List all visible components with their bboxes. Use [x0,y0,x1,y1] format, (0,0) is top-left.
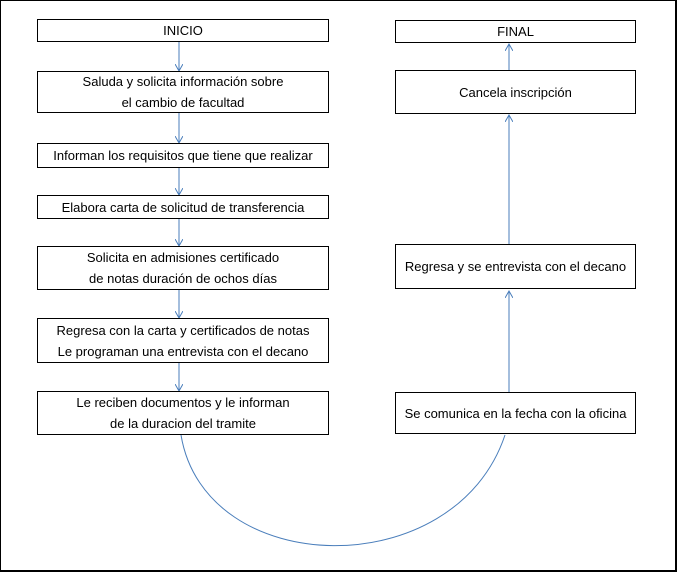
step-5-line-2: Le programan una entrevista con el decan… [57,343,309,359]
arrow-curve-to-right-column [180,434,506,547]
step-1-line-2: el cambio de facultad [121,95,245,110]
right-step-1-line-1: Se comunica en la fecha con la oficina [404,405,627,421]
step-6-line-1: Le reciben documentos y le informan [76,395,290,410]
start-label: INICIO [163,23,203,38]
right-step-box-3: Cancela inscripción [395,70,636,114]
step-4-line-1: Solicita en admisiones certificado [86,250,280,265]
end-label: FINAL [497,24,534,39]
right-step-2-line-1: Regresa y se entrevista con el decano [404,259,627,274]
step-3-line-1: Elabora carta de solicitud de transferen… [61,199,305,215]
step-box-4: Solicita en admisiones certificado de no… [37,246,329,290]
step-2-line-1: Informan los requisitos que tiene que re… [53,148,313,163]
right-step-box-2: Regresa y se entrevista con el decano [395,244,636,289]
step-box-1: Saluda y solicita información sobre el c… [37,71,329,113]
step-5-line-1: Regresa con la carta y certificados de n… [56,322,310,338]
right-step-box-1: Se comunica en la fecha con la oficina [395,392,636,434]
step-4-line-2: de notas duración de ochos días [89,271,277,286]
step-box-2: Informan los requisitos que tiene que re… [37,143,329,168]
step-box-5: Regresa con la carta y certificados de n… [37,318,329,363]
start-box: INICIO [37,19,329,42]
step-box-6: Le reciben documentos y le informan de l… [37,391,329,435]
step-6-line-2: de la duracion del tramite [110,416,256,431]
step-box-3: Elabora carta de solicitud de transferen… [37,195,329,219]
right-step-3-line-1: Cancela inscripción [459,84,572,100]
end-box: FINAL [395,20,636,43]
step-1-line-1: Saluda y solicita información sobre [82,74,284,89]
